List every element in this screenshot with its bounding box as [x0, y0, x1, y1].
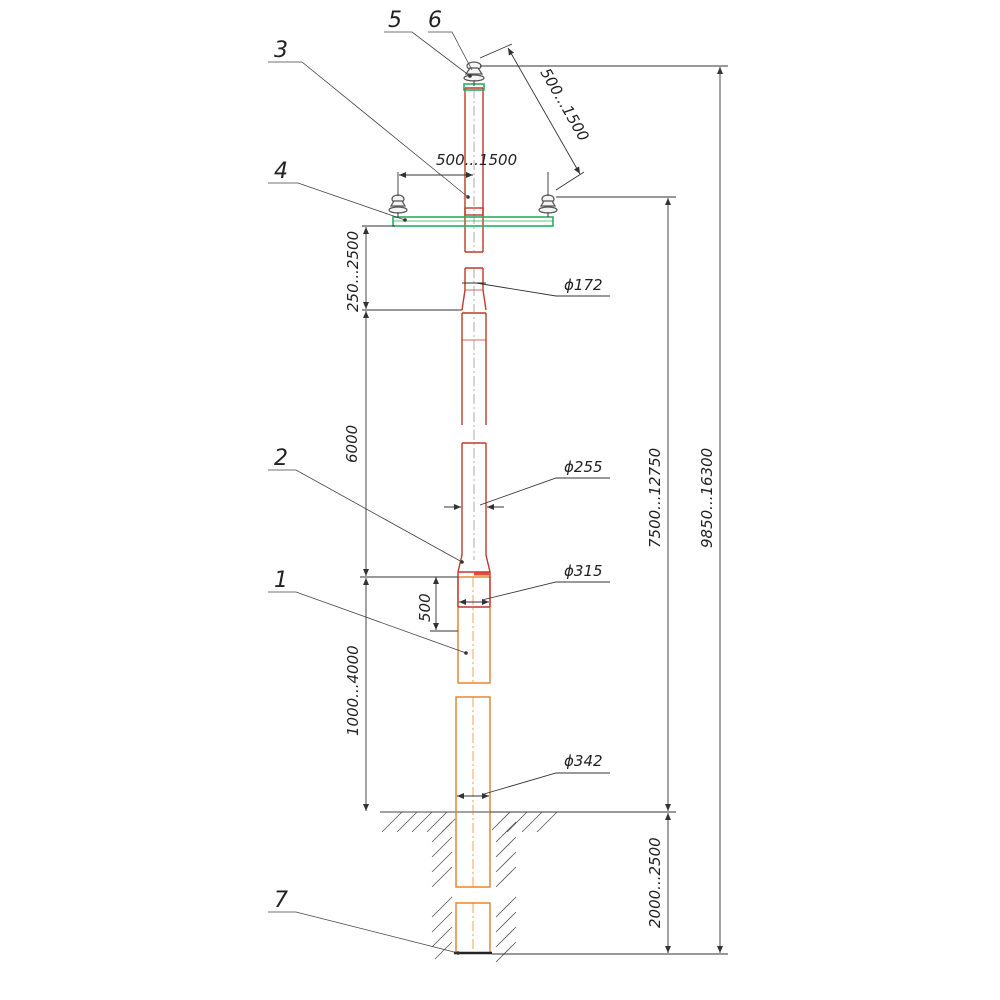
callout-5: 5: [388, 8, 402, 33]
crossarm-height-label: 7500...12750: [646, 448, 664, 548]
top-section-label: 250...2500: [344, 231, 362, 312]
diameter-342-leader: [457, 772, 610, 799]
callout-2: 2: [274, 446, 288, 471]
lower-section-label: 1000...4000: [344, 645, 362, 736]
top-insulator-dimension: [479, 43, 585, 191]
joint-overlap-label: 500: [416, 593, 434, 622]
callout-4: 4: [274, 159, 288, 184]
upper-section: [461, 87, 487, 560]
ground-hatching: [381, 811, 558, 963]
top-insulator-label: 500...1500: [537, 65, 593, 144]
crossarm-width-label: 500...1500: [436, 151, 517, 169]
crossarm-width-dimension: [397, 172, 549, 196]
total-height-label: 9850...16300: [698, 448, 716, 548]
callout-dots: [403, 74, 472, 955]
crossarm: [392, 216, 554, 227]
crossarm-height-dimension: [490, 196, 676, 813]
crossarm-clamp: [464, 207, 484, 216]
diameter-315-label: ϕ315: [564, 562, 603, 580]
diameter-315-leader: [459, 581, 610, 605]
diameter-172-leader: [462, 282, 610, 297]
callout-7: 7: [274, 888, 288, 913]
joint-overlap-dimension: [430, 577, 458, 632]
diameter-255-label: ϕ255: [564, 458, 603, 476]
diameter-342-label: ϕ342: [564, 752, 603, 770]
burial-depth-label: 2000...2500: [646, 837, 664, 928]
total-height-dimension: [480, 65, 728, 953]
middle-section: [457, 312, 491, 608]
diameter-172-label: ϕ172: [564, 276, 603, 294]
lower-section: [455, 576, 491, 954]
insulator-icon: [388, 61, 558, 217]
callout-6: 6: [428, 8, 442, 33]
burial-depth-dimension: [492, 813, 728, 955]
callout-3: 3: [274, 38, 288, 63]
diameter-255-leader: [444, 477, 610, 510]
callout-leaders: [268, 31, 473, 954]
middle-section-dimension: [360, 311, 458, 578]
top-section-dimension: [362, 225, 462, 311]
callout-1: 1: [274, 568, 288, 593]
middle-section-label: 6000: [343, 425, 361, 463]
